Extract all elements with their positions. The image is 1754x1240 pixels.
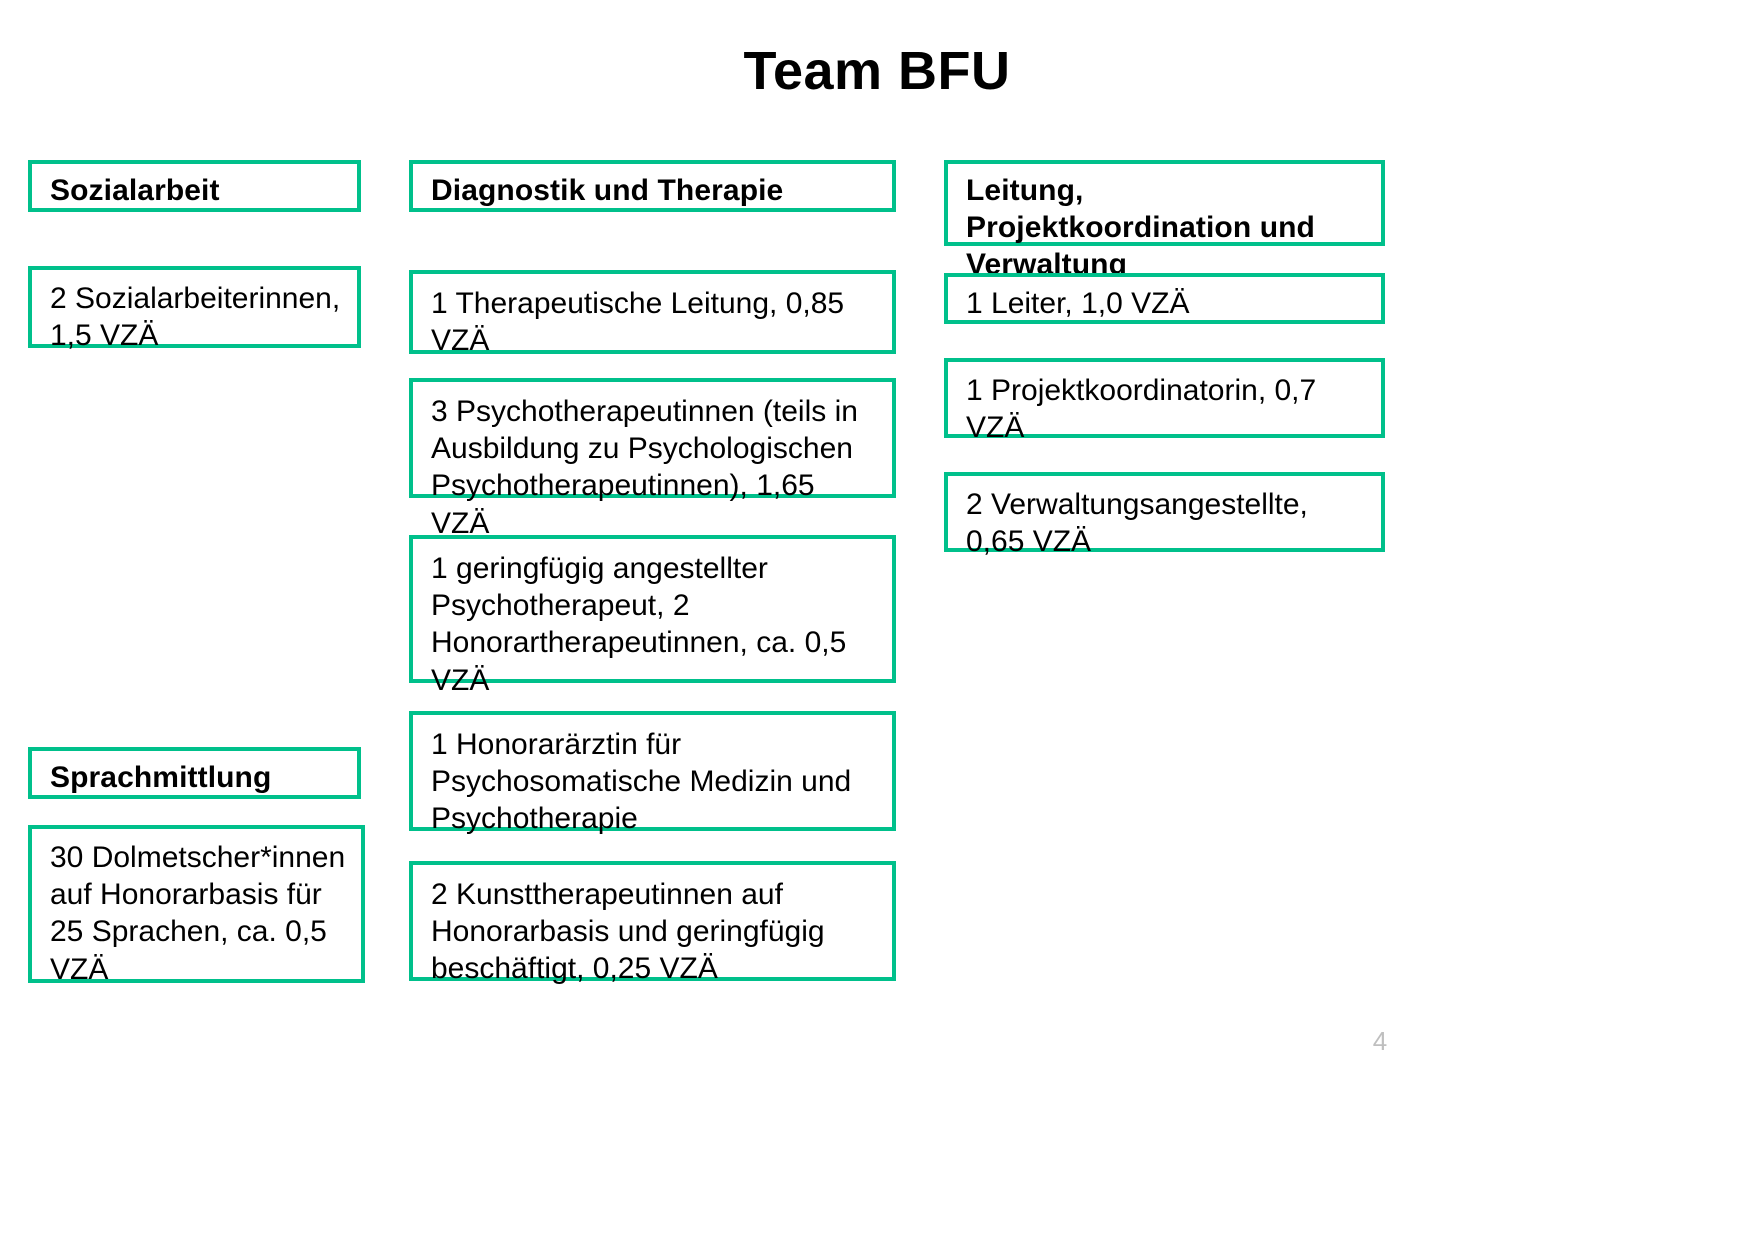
card-sozialarbeiterinnen: 2 Sozialarbeiterinnen, 1,5 VZÄ bbox=[28, 266, 361, 352]
card-psychotherapeutinnen: 3 Psychotherapeutinnen (teils in Ausbild… bbox=[409, 378, 896, 540]
page-title: Team BFU bbox=[743, 41, 1011, 101]
card-therapeutische-leitung: 1 Therapeutische Leitung, 0,85 VZÄ bbox=[409, 270, 896, 357]
card-geringfuegig-psychotherapeut: 1 geringfügig angestellter Psychotherape… bbox=[409, 535, 896, 697]
column-header-sozialarbeit: Sozialarbeit bbox=[28, 160, 361, 212]
column-header-leitung-verwaltung: Leitung, Projektkoordination und Verwalt… bbox=[944, 160, 1385, 281]
card-kunsttherapeutinnen: 2 Kunsttherapeutinnen auf Honorarbasis u… bbox=[409, 861, 896, 985]
card-dolmetscherinnen: 30 Dolmetscher*innen auf Honorarbasis fü… bbox=[28, 825, 365, 986]
card-projektkoordinatorin: 1 Projektkoordinatorin, 0,7 VZÄ bbox=[944, 358, 1385, 444]
column-header-sprachmittlung: Sprachmittlung bbox=[28, 747, 361, 799]
page-number: 4 bbox=[1372, 1026, 1388, 1056]
card-honoraraerztin: 1 Honorarärztin für Psychosomatische Med… bbox=[409, 711, 896, 835]
card-verwaltungsangestellte: 2 Verwaltungsangestellte, 0,65 VZÄ bbox=[944, 472, 1385, 558]
column-header-diagnostik-therapie: Diagnostik und Therapie bbox=[409, 160, 896, 212]
card-leiter: 1 Leiter, 1,0 VZÄ bbox=[944, 273, 1385, 324]
